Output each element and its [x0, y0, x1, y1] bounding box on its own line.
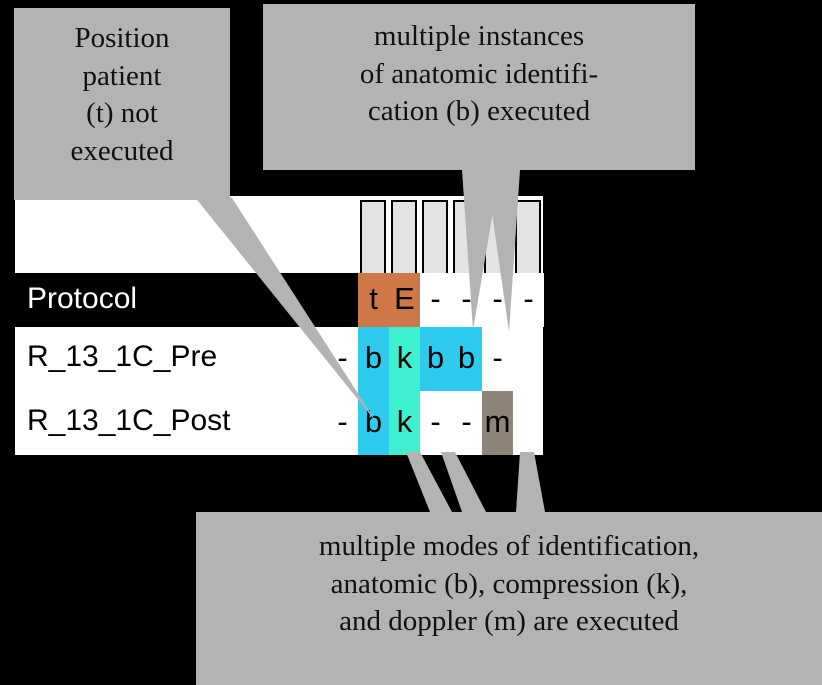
- pointer-instances-to-b2: [486, 170, 520, 332]
- cell-pre-lead[interactable]: -: [337, 340, 348, 375]
- cell-post-3[interactable]: -: [430, 404, 441, 439]
- table-row[interactable]: Protocol t E - - - -: [15, 273, 544, 327]
- header-column-box-3[interactable]: [422, 200, 448, 273]
- table-row[interactable]: R_13_1C_Pre - b k b b -: [15, 327, 543, 391]
- cell-post-lead[interactable]: -: [337, 404, 348, 439]
- callout-line: multiple instances: [373, 20, 585, 52]
- pointer-position-to-t: [185, 185, 377, 423]
- row-label-pre: R_13_1C_Pre: [27, 340, 218, 373]
- header-column-box-1[interactable]: [360, 200, 386, 273]
- header-column-box-2[interactable]: [391, 200, 417, 273]
- multiple-instances-callout: multiple instances of anatomic identifi-…: [263, 4, 695, 170]
- row-label-post: R_13_1C_Post: [27, 404, 231, 437]
- protocol-table: Protocol t E - - - - R_13_1C_Pre - b k b…: [15, 196, 544, 455]
- callout-line: and doppler (m) are executed: [339, 605, 679, 638]
- pointer-modes-to-k: [441, 452, 486, 512]
- position-patient-callout: Position patient (t) not executed: [14, 8, 230, 200]
- callout-line: multiple modes of identification,: [318, 530, 700, 562]
- cell-pre-3[interactable]: b: [420, 327, 451, 391]
- cell-protocol-2[interactable]: E: [389, 273, 420, 327]
- cell-post-5[interactable]: m: [482, 391, 513, 455]
- callout-line: patient: [82, 59, 162, 92]
- cell-post-2[interactable]: k: [389, 391, 420, 455]
- row-label-protocol: Protocol: [27, 282, 138, 315]
- callout-line: of anatomic identifi-: [359, 57, 599, 90]
- multiple-modes-callout: multiple modes of identification, anatom…: [196, 512, 822, 685]
- cell-pre-5[interactable]: -: [492, 340, 503, 375]
- header-column-box-6[interactable]: [515, 200, 541, 273]
- callout-line: cation (b) executed: [367, 95, 591, 128]
- cell-pre-2[interactable]: k: [389, 327, 420, 391]
- cell-pre-1[interactable]: b: [358, 327, 389, 391]
- cell-protocol-1[interactable]: t: [358, 273, 389, 327]
- cell-pre-4[interactable]: b: [451, 327, 482, 391]
- callout-line: anatomic (b), compression (k),: [330, 567, 688, 600]
- callout-line: (t) not: [86, 97, 158, 130]
- callout-line: Position: [74, 22, 170, 54]
- pointer-modes-to-b: [406, 452, 452, 512]
- cell-post-4[interactable]: -: [461, 404, 472, 439]
- pointer-instances-to-b1: [462, 170, 500, 330]
- pointer-modes-to-m: [516, 452, 545, 512]
- table-row[interactable]: R_13_1C_Post - b k - - m: [15, 391, 543, 455]
- callout-line: executed: [70, 135, 174, 168]
- cell-protocol-3[interactable]: -: [420, 273, 451, 327]
- cell-protocol-6[interactable]: -: [513, 273, 544, 327]
